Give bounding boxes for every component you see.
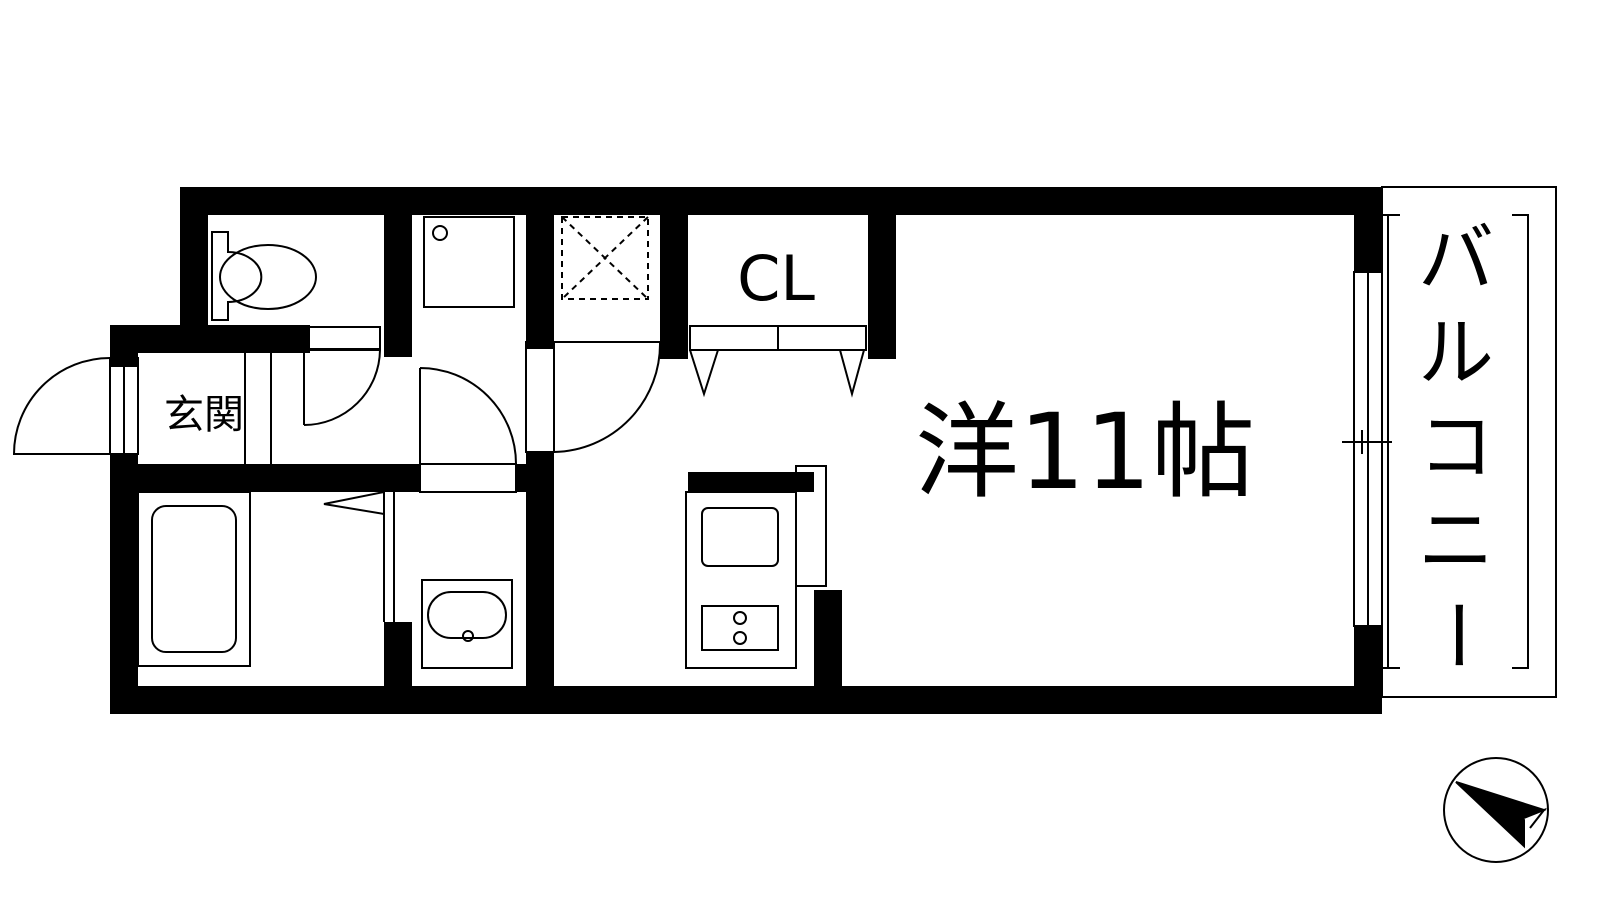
compass-arrow-head-icon — [1523, 807, 1548, 829]
entrance-label: 玄関 — [164, 392, 244, 438]
bathtub-frame — [137, 491, 251, 667]
balcony-rail-right — [1512, 214, 1529, 669]
wall-top — [180, 187, 1382, 215]
balcony-label-char: コ — [1418, 402, 1494, 491]
fixtures — [12, 186, 1557, 698]
western-room-label: 洋11帖 — [915, 391, 1255, 513]
wall-closet-right — [868, 187, 896, 359]
washroom-door-swing-icon — [419, 367, 518, 465]
washroom-door-frame — [419, 463, 517, 493]
closet-handle-left-icon — [689, 349, 719, 398]
fridge-space — [795, 465, 827, 587]
toilet-door-frame — [303, 326, 381, 350]
wall-hall-divider — [138, 464, 420, 492]
burner-top-icon — [733, 611, 747, 625]
wall-kitchen-left — [526, 452, 554, 714]
basin-drain-icon — [462, 630, 474, 642]
entrance-door-swing-icon — [12, 357, 111, 455]
stove-icon — [701, 605, 779, 651]
room-door-frame — [525, 341, 555, 453]
wall-bottom — [110, 686, 1382, 714]
wash-basin-counter — [421, 579, 513, 669]
walls — [110, 187, 1382, 714]
burner-bottom-icon — [733, 631, 747, 645]
balcony-outline — [1381, 186, 1557, 698]
storage-hatch-icon — [561, 216, 649, 300]
toilet-door-swing-icon — [303, 349, 382, 426]
drain-icon — [432, 225, 448, 241]
wall-right-top — [1354, 187, 1382, 272]
wall-closet-left — [660, 187, 688, 359]
north-arrow-compass-icon — [1443, 757, 1549, 863]
toilet-bowl-icon — [219, 244, 317, 310]
wall-storage-left — [526, 187, 554, 349]
balcony-label-char: ル — [1418, 308, 1494, 397]
balcony-label-char: ー — [1412, 597, 1501, 673]
compass-arrow-icon — [1455, 781, 1547, 849]
wall-right-bottom — [1354, 626, 1382, 714]
bathtub-icon — [151, 505, 237, 653]
closet-handle-right-icon — [839, 349, 865, 398]
wall-toilet-right — [384, 187, 412, 357]
wall-kitchen-right — [814, 590, 842, 712]
wall-left-upper — [180, 187, 208, 327]
compass-circle — [1443, 757, 1549, 863]
wash-basin-icon — [427, 591, 507, 639]
wall-bath-right — [384, 622, 412, 712]
bath-door-icon — [323, 491, 385, 515]
balcony-label-char: ニ — [1418, 496, 1494, 585]
balcony-label-char: バ — [1418, 214, 1494, 303]
closet-label: CL — [737, 242, 815, 315]
wall-entrance-top — [110, 325, 310, 353]
wall-left-bottom — [110, 455, 138, 712]
washing-machine-pan-icon — [423, 216, 515, 308]
storage-cross-b — [561, 216, 649, 300]
wall-kitchen-top — [688, 472, 814, 492]
room-door-swing-icon — [553, 341, 662, 453]
kitchen-sink-icon — [701, 507, 779, 567]
